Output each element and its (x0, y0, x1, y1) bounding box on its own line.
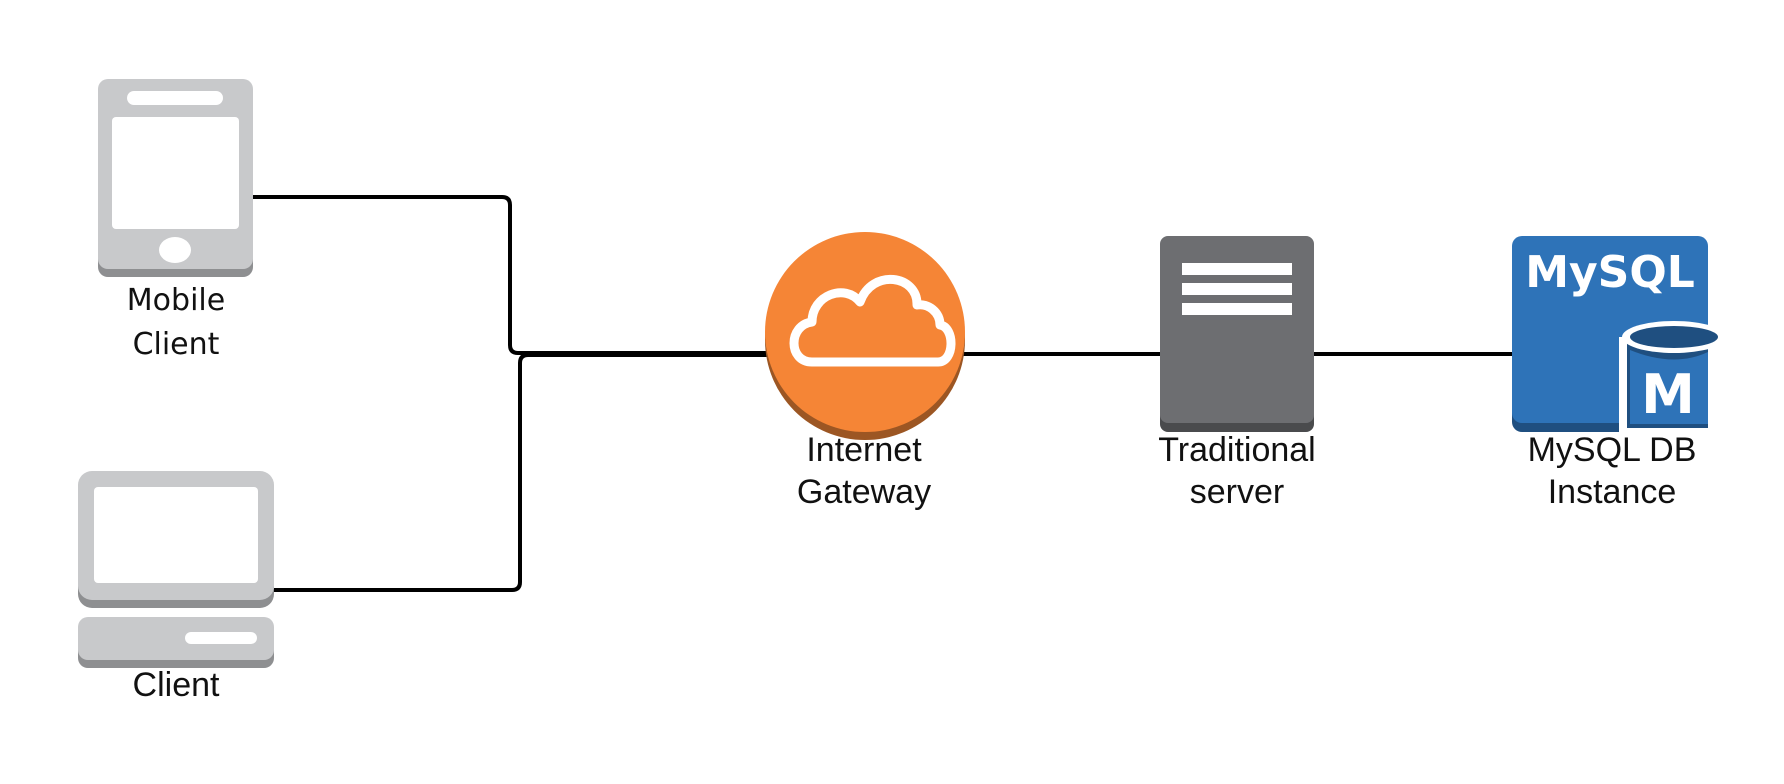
connectors (253, 195, 1512, 592)
gateway-label-line2: Gateway (797, 473, 931, 511)
client-label: Client (133, 666, 220, 704)
mysql-db-node: MySQL M MySQL DB Instance (1512, 236, 1726, 511)
mysql-badge-letter: M (1641, 363, 1695, 426)
connector-mobile-to-gateway (253, 195, 770, 355)
connector-client-to-gateway (272, 353, 770, 592)
database-cylinder-icon (1619, 321, 1726, 432)
mobile-client-node: Mobile Client (98, 79, 253, 362)
client-node: Client (78, 471, 274, 704)
mobile-client-label-line1: Mobile (127, 283, 225, 318)
server-label-line2: server (1190, 473, 1284, 511)
mobile-phone-icon (98, 79, 253, 277)
internet-gateway-node: Internet Gateway (765, 232, 965, 511)
mobile-client-label-line2: Client (133, 327, 220, 362)
traditional-server-node: Traditional server (1158, 236, 1316, 511)
cloud-gateway-icon (765, 232, 965, 440)
gateway-label-line1: Internet (806, 431, 922, 469)
server-label-line1: Traditional (1158, 431, 1315, 469)
cloud-icon (789, 274, 956, 367)
mysql-label-line1: MySQL DB (1528, 431, 1697, 469)
mysql-database-icon: MySQL M (1512, 236, 1726, 432)
mysql-label-line2: Instance (1548, 473, 1677, 511)
desktop-computer-icon (78, 471, 274, 668)
server-icon (1160, 236, 1314, 432)
mysql-icon-text: MySQL (1525, 247, 1695, 298)
